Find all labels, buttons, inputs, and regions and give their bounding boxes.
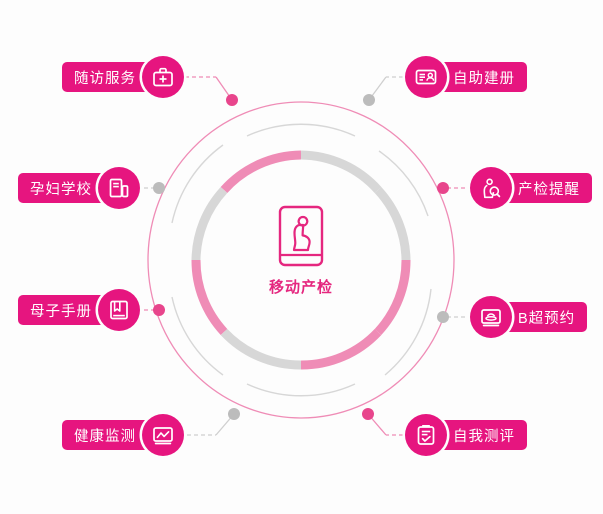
node-dot-follow-up	[226, 94, 238, 106]
feature-mother-child-handbook[interactable]: 母子手册	[18, 289, 140, 331]
feature-maternity-school[interactable]: 孕妇学校	[18, 167, 140, 209]
feature-follow-up-service[interactable]: 随访服务	[62, 56, 184, 98]
node-dot-checkup-reminder	[437, 182, 449, 194]
feature-ultrasound-booking[interactable]: B超预约	[470, 296, 588, 338]
feature-label-ultrasound-booking: B超预约	[494, 302, 588, 332]
outer-ring	[147, 101, 455, 419]
node-dot-maternity-school	[153, 182, 165, 194]
node-dot-mother-child-handbook	[153, 304, 165, 316]
phone-pregnant-woman-icon	[278, 205, 324, 267]
medical-bag-plus-icon	[142, 56, 184, 98]
pregnant-woman-reminder-icon	[470, 167, 512, 209]
center-label: 移动产检	[268, 279, 333, 296]
monitor-chart-icon	[142, 414, 184, 456]
node-dot-self-assessment	[362, 408, 374, 420]
node-dot-self-registration	[363, 94, 375, 106]
middle-dashed-ring	[171, 123, 432, 397]
node-dot-ultrasound-booking	[437, 311, 449, 323]
book-icon	[98, 289, 140, 331]
center-hub: 移动产检	[241, 205, 361, 315]
feature-health-monitoring[interactable]: 健康监测	[62, 414, 184, 456]
feature-self-registration[interactable]: 自助建册	[405, 56, 527, 98]
ring-node-dots	[153, 94, 449, 420]
clipboard-check-icon	[405, 414, 447, 456]
feature-self-assessment[interactable]: 自我测评	[405, 414, 527, 456]
ultrasound-monitor-icon	[470, 296, 512, 338]
inner-segmented-ring	[191, 150, 411, 370]
school-books-icon	[98, 167, 140, 209]
id-card-person-icon	[405, 56, 447, 98]
node-dot-health-monitoring	[228, 408, 240, 420]
feature-checkup-reminder[interactable]: 产检提醒	[470, 167, 592, 209]
